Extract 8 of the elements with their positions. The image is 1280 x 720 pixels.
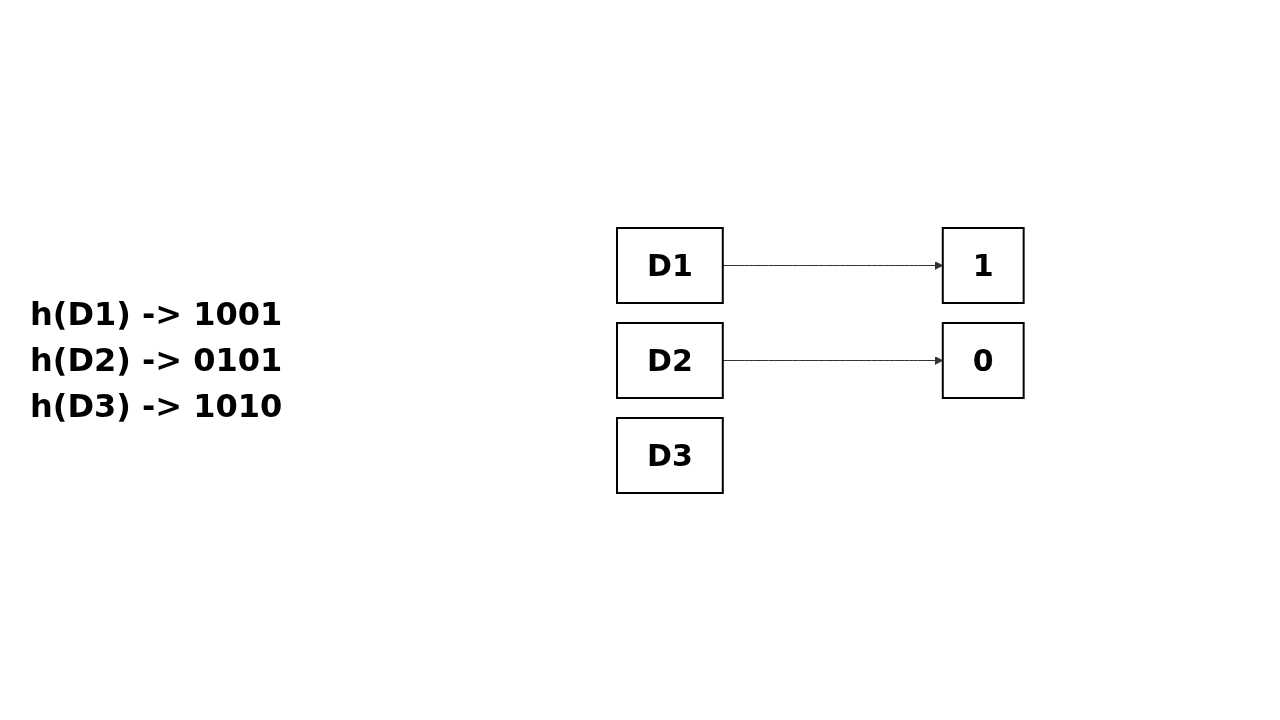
- hash-label: h(D3) -> 1010: [30, 386, 284, 427]
- hash-label: h(D1) -> 1001: [30, 294, 284, 335]
- node-box: 0: [941, 321, 1025, 399]
- node-box: 1: [941, 226, 1025, 304]
- node-box: D1: [615, 226, 724, 304]
- node-box: D2: [615, 321, 724, 399]
- hash-label: h(D2) -> 0101: [30, 340, 284, 381]
- node-box: D3: [615, 416, 724, 494]
